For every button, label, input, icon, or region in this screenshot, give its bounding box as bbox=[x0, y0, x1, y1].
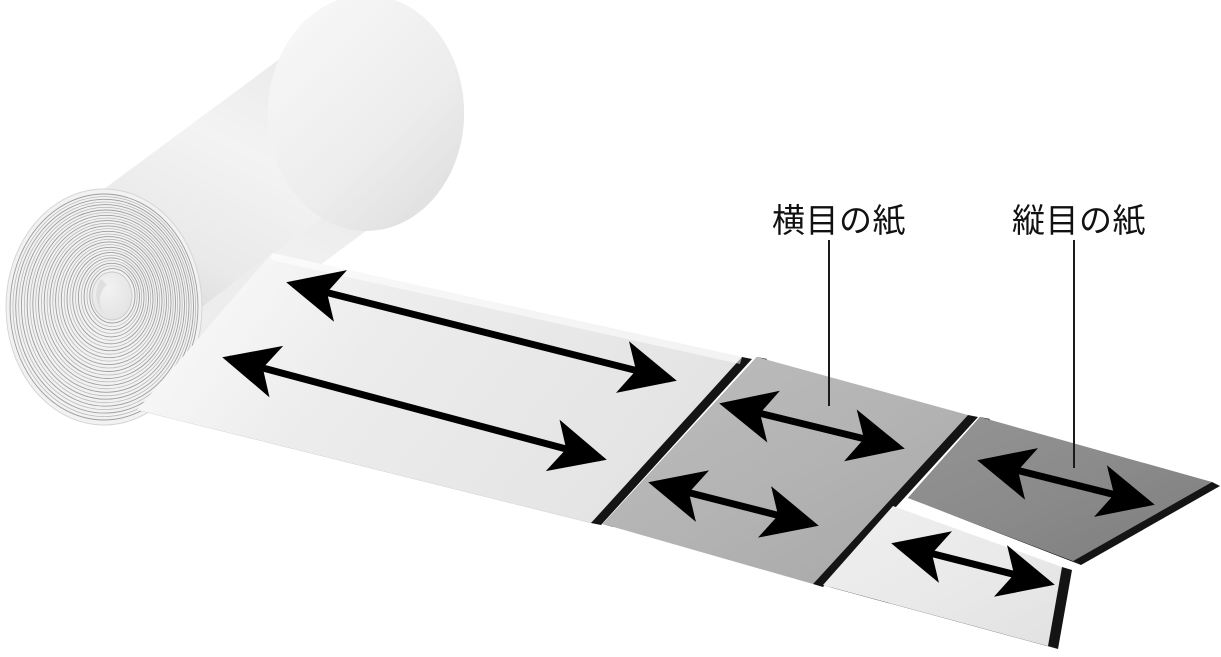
callout-yokome-label: 横目の紙 bbox=[772, 201, 906, 240]
sheet-yokome-right-edge bbox=[813, 415, 978, 587]
tatenome-arrow bbox=[977, 448, 1155, 517]
sheet-yokome bbox=[603, 357, 978, 587]
web-grain-arrows bbox=[222, 270, 677, 472]
roll-far-cap bbox=[268, 0, 464, 231]
light-sheet-arrow bbox=[891, 531, 1055, 597]
sheet-yokome-grain-arrows bbox=[648, 390, 905, 538]
web-arrow-upper bbox=[286, 270, 677, 393]
callout-tatenome-label: 縦目の紙 bbox=[1012, 201, 1146, 240]
yokome-arrow-lower bbox=[648, 470, 819, 538]
sheet-light-right-edge bbox=[1048, 567, 1072, 649]
web-arrow-lower bbox=[222, 345, 607, 472]
sheet-tatenome-right-edge bbox=[1073, 482, 1220, 565]
callout-yokome[interactable]: 横目の紙 bbox=[772, 201, 906, 406]
roll-core-shadow bbox=[96, 279, 109, 317]
callout-tatenome[interactable]: 縦目の紙 bbox=[1012, 201, 1146, 468]
sheet-light-bottom-edge bbox=[823, 585, 1058, 649]
sheet-tatenome bbox=[908, 417, 1220, 565]
roll-spiral-rings bbox=[9, 193, 199, 421]
roll-spiral-rings-inner bbox=[12, 196, 197, 418]
yokome-arrow-upper bbox=[719, 390, 905, 462]
paper-web bbox=[137, 253, 752, 525]
sheet-light-front bbox=[823, 506, 1072, 649]
web-right-thickness-edge bbox=[591, 357, 752, 525]
